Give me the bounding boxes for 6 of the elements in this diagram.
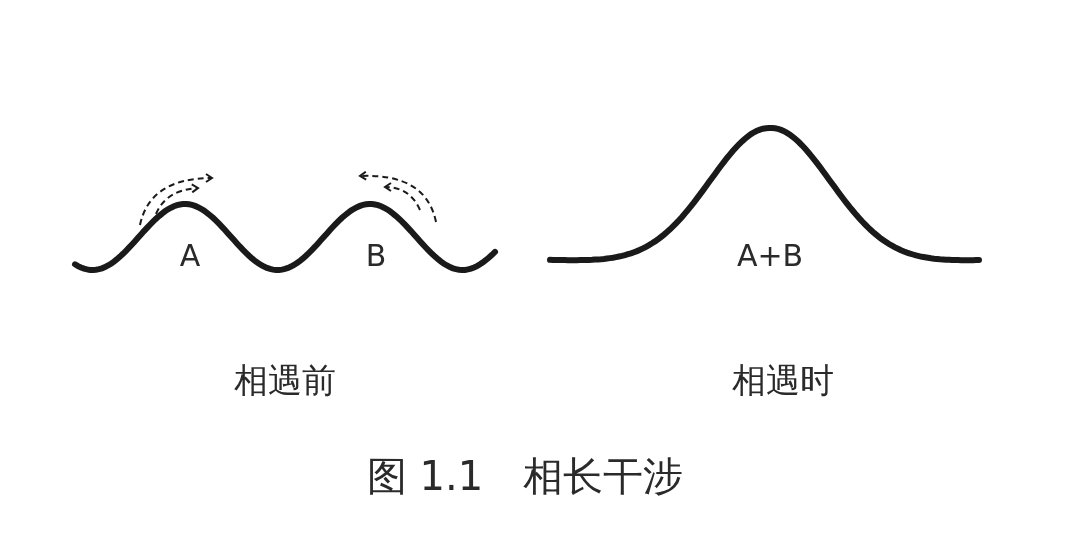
panel-label: 相遇时 — [732, 363, 834, 397]
figure-caption: 图 1.1 相长干涉 — [366, 456, 684, 496]
panel-label: 相遇前 — [234, 363, 336, 397]
wave-label: A+B — [736, 241, 804, 271]
wave-label: B — [365, 241, 387, 271]
wave-label: A — [179, 241, 201, 271]
